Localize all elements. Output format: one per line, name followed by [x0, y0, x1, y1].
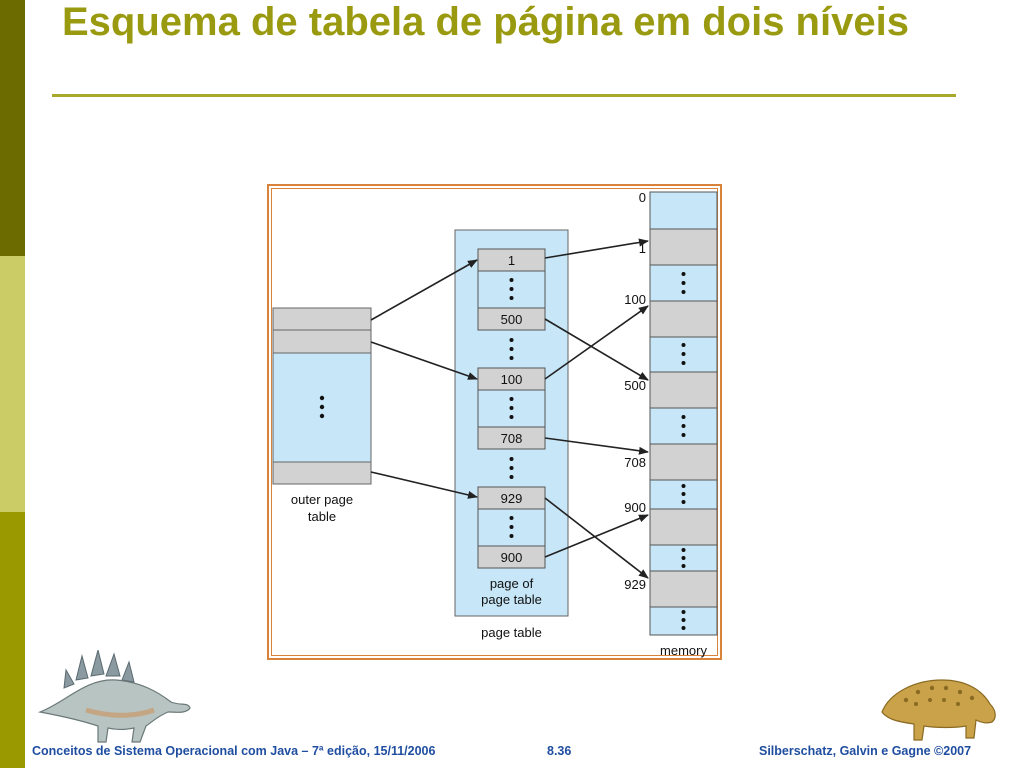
outer-page-table: outer page table [272, 307, 372, 524]
memory-frame-500 [649, 371, 718, 409]
arrow-entry708-to-frame708 [544, 437, 649, 455]
sidebar-decoration [0, 0, 25, 768]
memory-address-label: 1 [639, 241, 646, 256]
memory-ellipsis-4 [681, 484, 686, 504]
inner-entry-label: 500 [501, 312, 523, 327]
memory-frame-100 [649, 300, 718, 338]
memory-body [649, 191, 718, 636]
memory-frame-1 [649, 228, 718, 266]
footer-course-title: Conceitos de Sistema Operacional com Jav… [32, 744, 436, 758]
memory-ellipsis-3 [681, 415, 686, 437]
inner-entry-label: 708 [501, 431, 523, 446]
page-table-label: page table [481, 625, 542, 640]
inner-label-line-1: page of [490, 576, 534, 591]
memory-frame-900 [649, 508, 718, 546]
arrow-outer-to-inner-1 [370, 259, 478, 321]
memory-ellipsis-5 [681, 548, 686, 568]
stegosaurus-illustration-icon [37, 650, 191, 743]
outer-label-line-2: table [308, 509, 336, 524]
arrow-entry1-to-frame1 [544, 238, 649, 259]
inner-ellipsis-2 [509, 338, 514, 360]
inner-ellipsis-1 [509, 278, 514, 300]
arrow-outer-to-inner-100 [370, 341, 478, 380]
memory-label: memory [660, 643, 707, 658]
outer-entry-1 [272, 307, 372, 331]
memory-column: 0 1 100 500 708 900 929 memory [624, 190, 718, 658]
memory-address-label: 100 [624, 292, 646, 307]
inner-ellipsis-5 [509, 516, 514, 538]
memory-ellipsis-2 [681, 343, 686, 365]
memory-frame-929 [649, 570, 718, 608]
arrow-entry929-to-frame929 [544, 497, 649, 579]
inner-entry-label: 1 [508, 253, 515, 268]
memory-address-label: 929 [624, 577, 646, 592]
footer-copyright: Silberschatz, Galvin e Gagne ©2007 [759, 744, 972, 758]
memory-frame-708 [649, 443, 718, 481]
title-underline [52, 94, 956, 97]
arrow-entry900-to-frame900 [544, 514, 649, 558]
memory-address-label: 708 [624, 455, 646, 470]
outer-ellipsis [319, 395, 325, 419]
inner-entry-label: 900 [501, 550, 523, 565]
sidebar-light-segment [0, 256, 25, 512]
inner-entry-label: 100 [501, 372, 523, 387]
outer-entry-last [272, 461, 372, 485]
sidebar-mid-segment [0, 512, 25, 768]
outer-label-line-1: outer page [291, 492, 353, 507]
memory-ellipsis-1 [681, 272, 686, 294]
arrow-outer-to-inner-929 [370, 471, 478, 499]
memory-address-label: 500 [624, 378, 646, 393]
inner-ellipsis-3 [509, 397, 514, 419]
inner-entry-label: 929 [501, 491, 523, 506]
inner-ellipsis-4 [509, 457, 514, 479]
slide-title: Esquema de tabela de página em dois níve… [62, 0, 909, 44]
arrow-entry500-to-frame500 [544, 318, 649, 381]
memory-address-label: 0 [639, 190, 646, 205]
footer-slide-number: 8.36 [547, 744, 572, 758]
ankylosaurus-illustration-icon [881, 679, 996, 741]
memory-address-label: 900 [624, 500, 646, 515]
arrow-entry100-to-frame100 [544, 305, 649, 380]
sidebar-dark-segment [0, 0, 25, 256]
memory-ellipsis-6 [681, 610, 686, 630]
outer-entry-2 [272, 329, 372, 354]
inner-page-table: 1 500 100 708 929 900 page of page table… [454, 229, 569, 640]
inner-label-line-2: page table [481, 592, 542, 607]
mapping-arrows [370, 238, 649, 579]
